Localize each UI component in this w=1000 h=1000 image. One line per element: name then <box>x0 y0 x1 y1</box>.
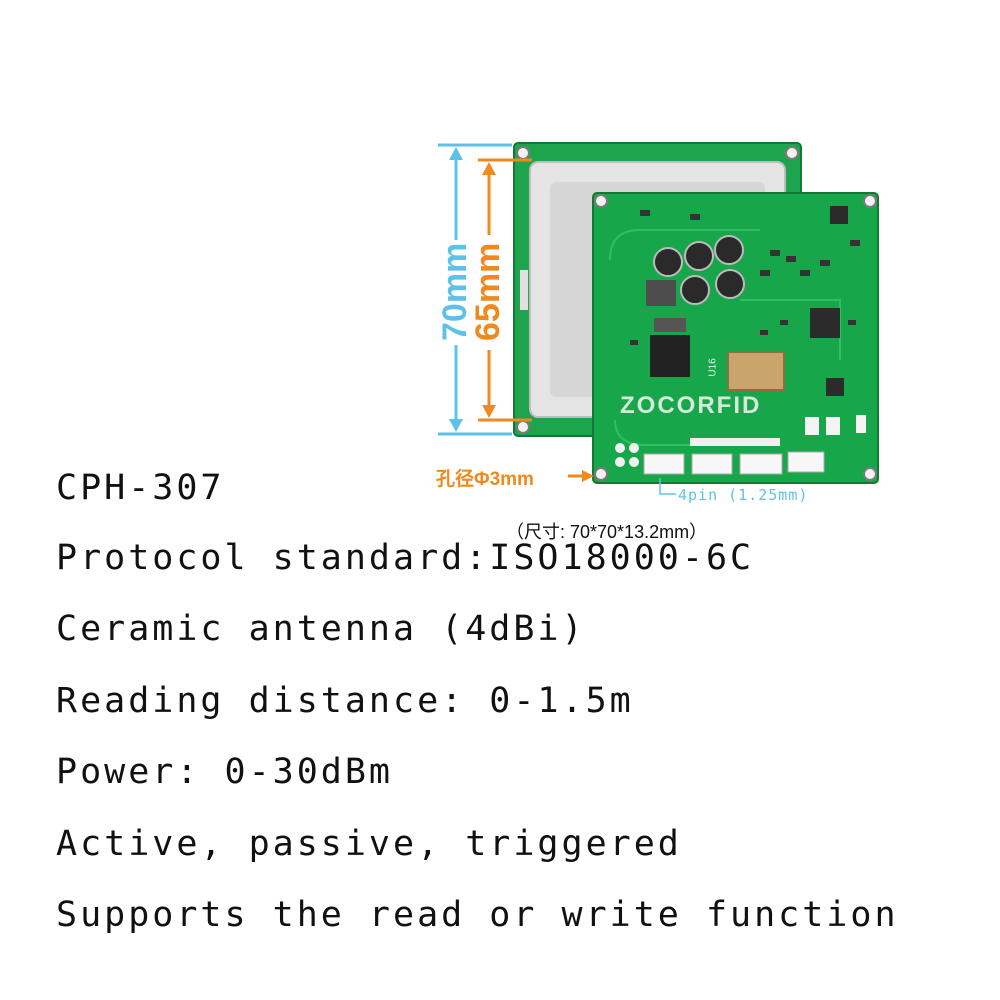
antenna-spec: Ceramic antenna (4dBi) <box>56 609 586 649</box>
dimension-65mm <box>478 158 532 422</box>
reading-distance: Reading distance: 0-1.5m <box>56 681 634 721</box>
dimension-70mm <box>438 143 512 436</box>
inner-height-label: 65mm <box>469 242 507 341</box>
working-modes: Active, passive, triggered <box>56 824 682 864</box>
size-label: （尺寸: 70*70*13.2mm） <box>506 522 708 542</box>
hole-arrow <box>568 470 594 482</box>
reader-board <box>592 192 879 484</box>
connector-label: 4pin (1.25mm) <box>678 486 809 504</box>
read-write-function: Supports the read or write function <box>56 895 899 935</box>
model-name: CPH-307 <box>56 468 225 508</box>
power-spec: Power: 0-30dBm <box>56 752 394 792</box>
board-brand-watermark: ZOCORFID <box>620 392 762 419</box>
connector-bracket <box>659 478 676 495</box>
board-silkscreen-label: U16 <box>707 358 719 377</box>
protocol-standard: Protocol standard:ISO18000-6C <box>56 538 755 578</box>
hole-diameter-label: 孔径Φ3mm <box>436 469 534 490</box>
